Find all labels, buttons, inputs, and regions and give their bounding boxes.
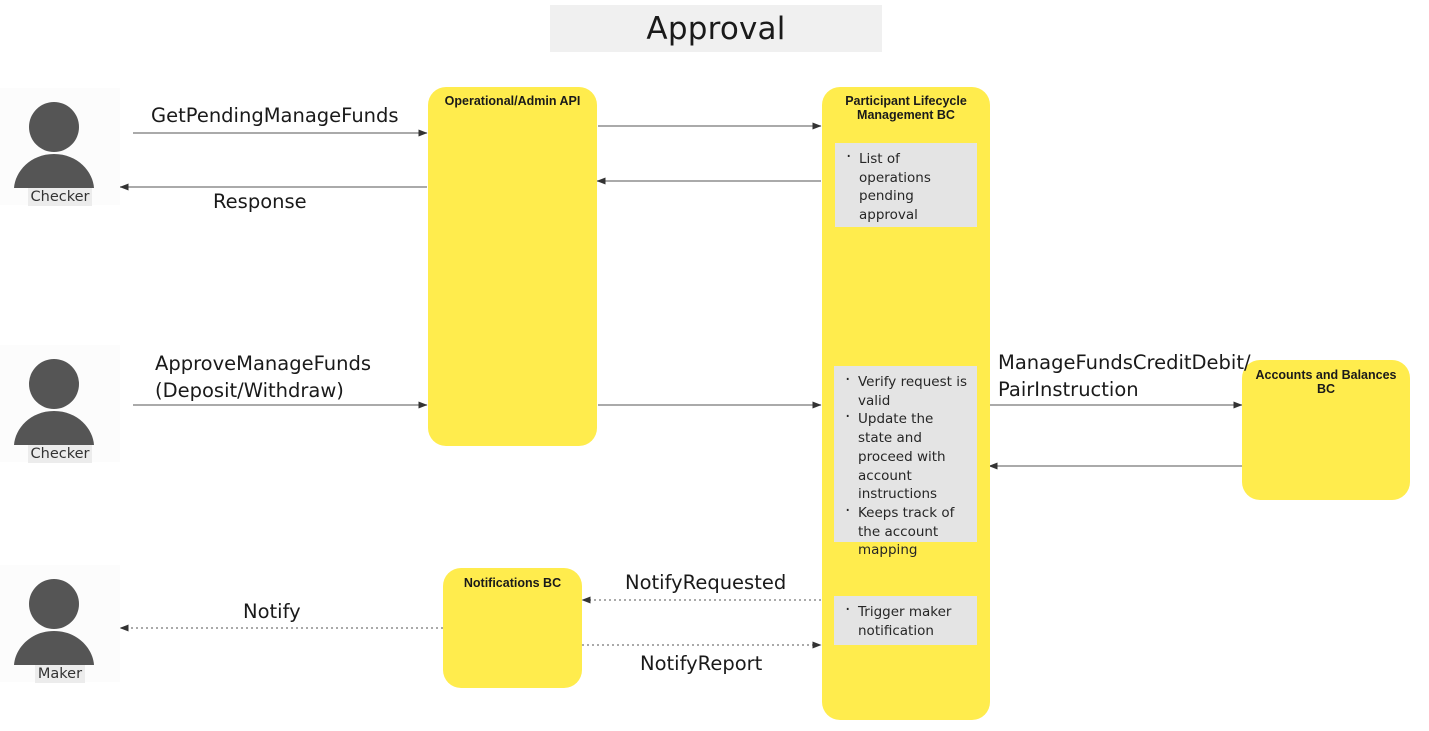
note-bullet-list: List of operations pending approval (843, 148, 971, 225)
component-title: Accounts and Balances BC (1255, 368, 1397, 396)
note-bullet-list: Trigger maker notification (842, 601, 971, 640)
page-title: Approval (550, 5, 882, 52)
note-bullet: Verify request is valid (845, 371, 971, 410)
page-title-text: Approval (646, 10, 786, 47)
person-icon (0, 565, 120, 665)
component-operational-admin-api[interactable]: Operational/Admin API (428, 87, 597, 446)
message-label-response: Response (213, 190, 307, 213)
person-icon (0, 345, 120, 445)
message-label-notify-report: NotifyReport (640, 652, 763, 675)
note-bullet: List of operations pending approval (846, 148, 971, 225)
note-pending-approval: List of operations pending approval (835, 143, 977, 227)
component-title: Operational/Admin API (444, 94, 581, 108)
component-notifications-bc[interactable]: Notifications BC (443, 568, 582, 688)
note-bullet: Trigger maker notification (845, 601, 971, 640)
note-bullet: Keeps track of the account mapping (845, 502, 971, 560)
note-verify-update-track: Verify request is valid Update the state… (834, 366, 977, 558)
note-bullet-list: Verify request is valid Update the state… (842, 371, 971, 560)
actor-label: Checker (0, 188, 120, 206)
actor-label: Checker (0, 445, 120, 463)
component-title: Participant Lifecycle Management BC (845, 94, 967, 122)
person-icon (0, 88, 120, 188)
component-accounts-and-balances-bc[interactable]: Accounts and Balances BC (1242, 360, 1410, 500)
actor-label: Maker (0, 665, 120, 683)
message-label-notify-requested: NotifyRequested (625, 571, 787, 594)
actor-checker-top: Checker (0, 88, 120, 206)
message-label-manage-funds-credit-debit: ManageFundsCreditDebit/ PairInstruction (998, 351, 1251, 401)
message-label-notify: Notify (243, 600, 301, 623)
message-label-get-pending-manage-funds: GetPendingManageFunds (151, 104, 399, 127)
note-bullet: Update the state and proceed with accoun… (845, 408, 971, 504)
component-title: Notifications BC (463, 576, 562, 590)
message-label-approve-manage-funds: ApproveManageFunds (Deposit/Withdraw) (155, 352, 372, 402)
actor-checker-mid: Checker (0, 345, 120, 463)
note-trigger-maker-notification: Trigger maker notification (834, 596, 977, 645)
actor-maker-bottom: Maker (0, 565, 120, 683)
